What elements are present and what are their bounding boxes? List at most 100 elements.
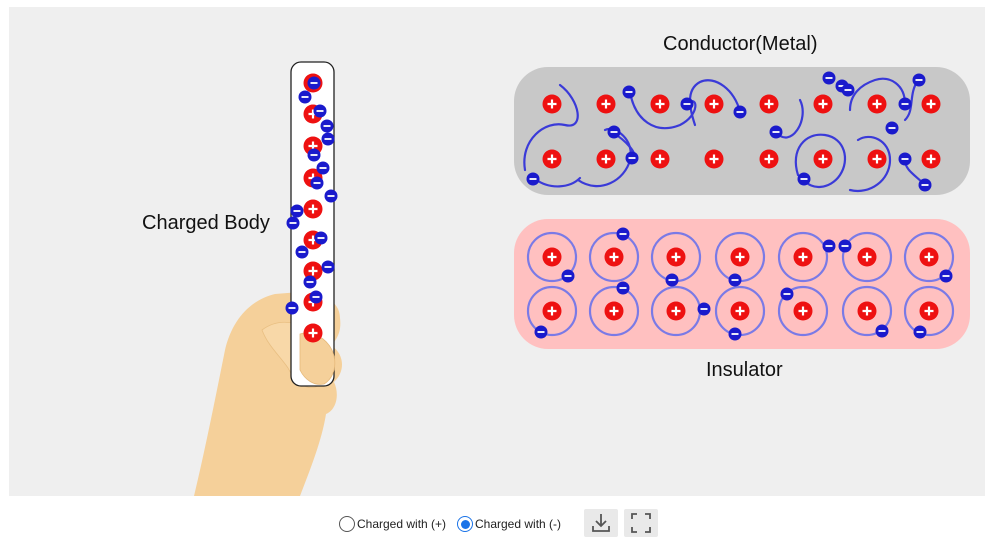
proton: [542, 94, 562, 114]
proton: [921, 94, 941, 114]
orbit: [588, 231, 640, 283]
electron: [822, 239, 836, 253]
electron: [822, 71, 836, 85]
proton: [650, 94, 670, 114]
electron: [307, 148, 321, 162]
electron: [780, 287, 794, 301]
electron: [769, 125, 783, 139]
proton: [666, 301, 686, 321]
electron-trail: [628, 90, 697, 130]
electron-trail: [848, 77, 907, 112]
electron: [561, 269, 575, 283]
orbit: [777, 285, 829, 337]
proton: [730, 301, 750, 321]
electron: [324, 189, 338, 203]
fullscreen-button[interactable]: [624, 509, 658, 537]
electron-trail: [688, 79, 742, 127]
proton: [596, 149, 616, 169]
electron: [303, 275, 317, 289]
electron: [898, 152, 912, 166]
proton: [604, 247, 624, 267]
electron: [697, 302, 711, 316]
electron: [728, 327, 742, 341]
proton: [813, 94, 833, 114]
proton: [303, 323, 323, 343]
electron: [298, 90, 312, 104]
proton: [857, 301, 877, 321]
charged-body-label: Charged Body: [142, 212, 270, 234]
proton: [596, 94, 616, 114]
electron: [797, 172, 811, 186]
proton: [704, 149, 724, 169]
conductor-block: [514, 67, 970, 195]
proton: [704, 94, 724, 114]
radio-button-negative[interactable]: [457, 516, 473, 532]
electron: [885, 121, 899, 135]
proton: [813, 149, 833, 169]
proton: [542, 149, 562, 169]
proton: [857, 247, 877, 267]
radio-label-positive: Charged with (+): [357, 517, 447, 531]
electron: [939, 269, 953, 283]
proton: [759, 94, 779, 114]
electron: [310, 176, 324, 190]
radio-label-negative: Charged with (-): [475, 517, 562, 531]
electron: [307, 76, 321, 90]
insulator-orbits: [526, 231, 955, 337]
proton: [650, 149, 670, 169]
electron: [321, 132, 335, 146]
electron: [313, 104, 327, 118]
electron: [534, 325, 548, 339]
electron: [625, 151, 639, 165]
proton: [921, 149, 941, 169]
electron: [918, 178, 932, 192]
electrons: [285, 71, 953, 341]
proton: [919, 247, 939, 267]
electron: [295, 245, 309, 259]
insulator-label: Insulator: [706, 359, 783, 381]
radio-charged-negative[interactable]: Charged with (-): [457, 516, 561, 532]
electron: [728, 273, 742, 287]
electron: [314, 231, 328, 245]
proton: [666, 247, 686, 267]
orbit: [841, 231, 893, 283]
download-icon: [592, 514, 610, 532]
electron: [321, 260, 335, 274]
electron: [526, 172, 540, 186]
electron-trail: [794, 133, 847, 188]
electron: [309, 290, 323, 304]
orbit: [588, 285, 640, 337]
electron: [841, 83, 855, 97]
electron: [616, 227, 630, 241]
insulator-block: [514, 219, 970, 349]
orbit: [526, 285, 578, 337]
electron: [913, 325, 927, 339]
proton: [303, 199, 323, 219]
electron: [898, 97, 912, 111]
electron: [733, 105, 747, 119]
electron: [285, 301, 299, 315]
electron-trail: [848, 135, 892, 193]
proton: [759, 149, 779, 169]
proton: [867, 149, 887, 169]
conductor-label: Conductor(Metal): [663, 33, 818, 55]
download-button[interactable]: [584, 509, 618, 537]
proton: [793, 301, 813, 321]
electron: [622, 85, 636, 99]
fullscreen-icon: [631, 513, 651, 533]
orbit: [526, 231, 578, 283]
proton: [604, 301, 624, 321]
radio-button-positive[interactable]: [339, 516, 355, 532]
electron: [680, 97, 694, 111]
electron: [875, 324, 889, 338]
electron: [316, 161, 330, 175]
proton: [919, 301, 939, 321]
electron: [320, 119, 334, 133]
orbit: [903, 231, 955, 283]
electron: [607, 125, 621, 139]
proton: [730, 247, 750, 267]
proton: [793, 247, 813, 267]
electron: [912, 73, 926, 87]
radio-charged-positive[interactable]: Charged with (+): [339, 516, 446, 532]
